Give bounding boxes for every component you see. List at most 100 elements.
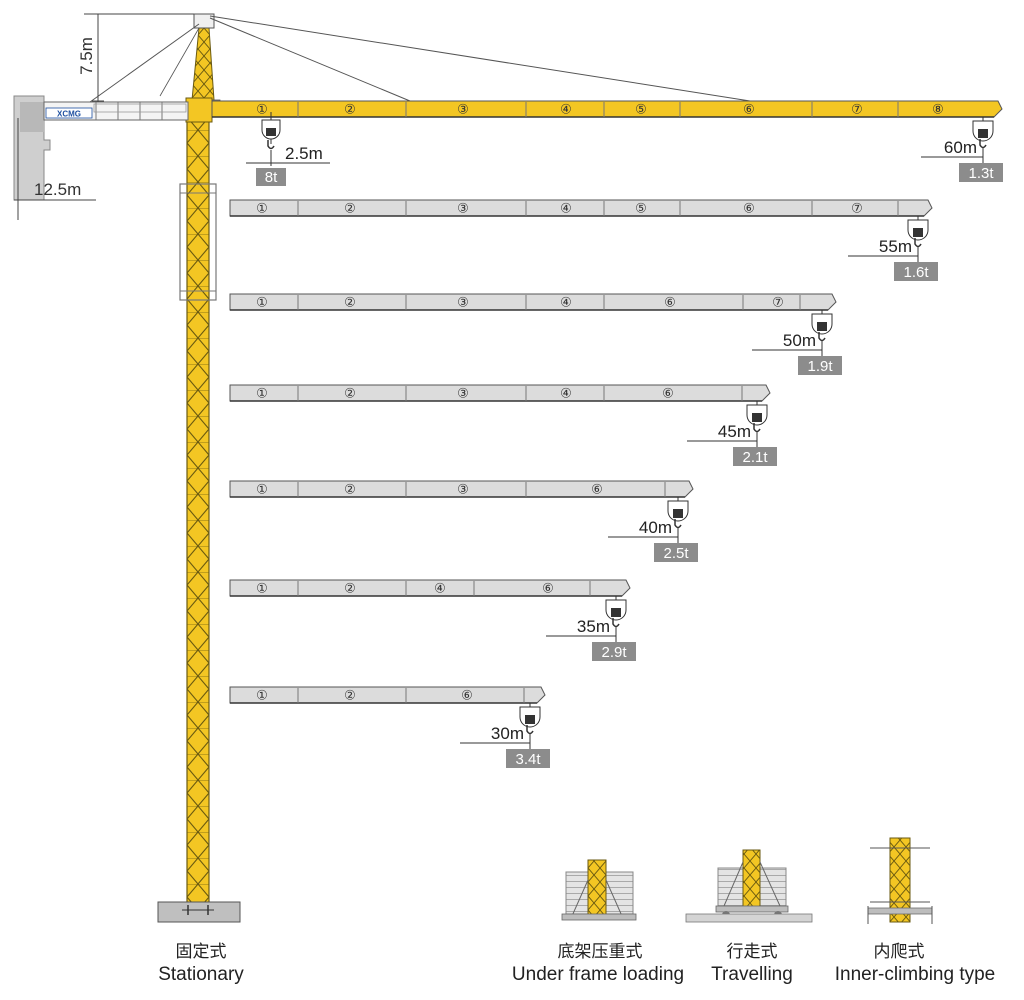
section-number: ⑦ — [851, 102, 863, 117]
jib-length-label: 55m — [879, 237, 912, 256]
section-number: ④ — [560, 102, 572, 117]
caption-inner-climbing-en: Inner-climbing type — [835, 964, 996, 985]
jib-configurations: ① ② ③ ④ ⑤ ⑥ ⑦ ⑧ 60m 1.3t ① ② ③ ④ ⑤ ⑥ ⑦ 55m 1.6t ① ② ③ ④ ⑥ ⑦ 50m 1.… — [211, 100, 1003, 768]
section-number: ② — [344, 295, 356, 310]
jib-length-label: 40m — [639, 518, 672, 537]
jib-config-30m: ① ② ⑥ 30m 3.4t — [229, 686, 550, 768]
section-number: ① — [256, 581, 268, 596]
load-badge — [798, 356, 842, 375]
jib-body — [229, 579, 631, 597]
section-number: ③ — [457, 201, 469, 216]
counter-jib-dimension-label: 12.5m — [34, 180, 81, 199]
load-badge — [894, 262, 938, 281]
jib-length-label: 35m — [577, 617, 610, 636]
load-badge — [733, 447, 777, 466]
load-badge — [959, 163, 1003, 182]
jib-length-label: 50m — [783, 331, 816, 350]
section-number: ④ — [560, 295, 572, 310]
hook-icon — [907, 216, 929, 248]
section-number: ⑦ — [772, 295, 784, 310]
caption-under-frame-en: Under frame loading — [512, 964, 684, 985]
section-number: ③ — [457, 102, 469, 117]
load-label: 1.6t — [903, 264, 929, 281]
section-number: ⑥ — [591, 482, 603, 497]
caption-under-frame-zh: 底架压重式 — [558, 942, 643, 961]
section-number: ④ — [560, 386, 572, 401]
dimension-marks — [14, 13, 194, 220]
section-number: ② — [344, 386, 356, 401]
section-number: ⑥ — [664, 295, 676, 310]
section-number: ⑥ — [662, 386, 674, 401]
jib-config-60m: ① ② ③ ④ ⑤ ⑥ ⑦ ⑧ 60m 1.3t — [211, 100, 1003, 182]
jib-length-label: 30m — [491, 724, 524, 743]
tower — [157, 13, 241, 923]
load-label: 1.3t — [968, 165, 994, 182]
caption-inner-climbing-zh: 内爬式 — [874, 942, 925, 961]
height-dimension-label: 7.5m — [77, 37, 96, 75]
caption-travelling-en: Travelling — [711, 964, 793, 985]
load-badge — [654, 543, 698, 562]
under-frame-loading-icon — [561, 859, 637, 921]
section-number: ① — [256, 201, 268, 216]
section-number: ① — [256, 102, 268, 117]
section-number: ② — [344, 482, 356, 497]
section-number: ④ — [560, 201, 572, 216]
section-number: ⑥ — [542, 581, 554, 596]
load-label: 3.4t — [515, 751, 541, 768]
counter-jib: XCMG — [13, 23, 200, 201]
jib-pendants — [159, 15, 751, 102]
section-number: ① — [256, 386, 268, 401]
section-number: ③ — [457, 482, 469, 497]
jib-body — [229, 686, 546, 704]
caption-travelling-zh: 行走式 — [727, 942, 778, 961]
section-number: ② — [344, 581, 356, 596]
section-number: ① — [256, 688, 268, 703]
jib-body — [229, 480, 694, 498]
section-number: ⑦ — [851, 201, 863, 216]
section-number: ⑥ — [743, 102, 755, 117]
section-number: ③ — [457, 295, 469, 310]
jib-length-label: 60m — [944, 138, 977, 157]
section-number: ⑥ — [743, 201, 755, 216]
jib-length-label: 45m — [718, 422, 751, 441]
hook-icon — [667, 497, 689, 529]
inner-climbing-icon — [867, 837, 933, 924]
section-number: ⑤ — [635, 102, 647, 117]
type-captions: 固定式 Stationary 底架压重式 Under frame loading… — [158, 942, 995, 985]
jib-body — [229, 384, 771, 402]
section-number: ② — [344, 688, 356, 703]
hook-icon — [519, 703, 541, 735]
section-number: ⑤ — [635, 201, 647, 216]
jib-config-50m: ① ② ③ ④ ⑥ ⑦ 50m 1.9t — [229, 293, 842, 375]
travelling-icon — [685, 849, 813, 923]
jib-config-55m: ① ② ③ ④ ⑤ ⑥ ⑦ 55m 1.6t — [229, 199, 938, 281]
section-number: ⑥ — [461, 688, 473, 703]
section-number: ⑧ — [932, 102, 944, 117]
section-number: ① — [256, 295, 268, 310]
section-number: ① — [256, 482, 268, 497]
jib-body — [229, 293, 837, 311]
section-number: ② — [344, 102, 356, 117]
load-label: 2.5t — [663, 545, 689, 562]
min-radius-hook — [246, 112, 330, 186]
jib-config-40m: ① ② ③ ⑥ 40m 2.5t — [229, 480, 698, 562]
load-label: 2.9t — [601, 644, 627, 661]
load-label: 2.1t — [742, 449, 768, 466]
jib-config-35m: ① ② ④ ⑥ 35m 2.9t — [229, 579, 636, 661]
load-badge — [592, 642, 636, 661]
min-radius-load-badge: 8t — [265, 169, 278, 186]
caption-stationary-en: Stationary — [158, 964, 244, 985]
section-number: ③ — [457, 386, 469, 401]
min-radius-label: 2.5m — [285, 144, 323, 163]
caption-stationary-zh: 固定式 — [176, 942, 227, 961]
load-label: 1.9t — [807, 358, 833, 375]
section-number: ② — [344, 201, 356, 216]
load-badge — [506, 749, 550, 768]
brand-logo: XCMG — [57, 110, 81, 119]
section-number: ④ — [434, 581, 446, 596]
hook-icon — [605, 596, 627, 628]
jib-body — [211, 100, 1003, 118]
jib-body — [229, 199, 933, 217]
jib-config-45m: ① ② ③ ④ ⑥ 45m 2.1t — [229, 384, 777, 466]
